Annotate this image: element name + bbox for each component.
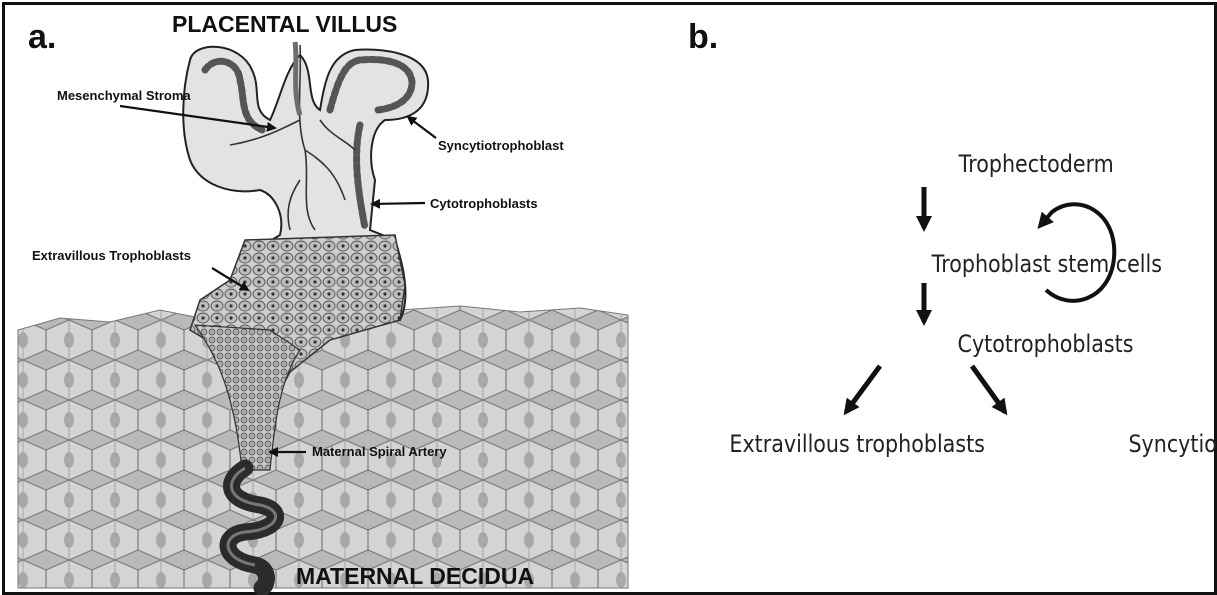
label-mesenchymal-stroma: Mesenchymal Stroma — [57, 88, 191, 103]
node-extravillous-trophoblasts: Extravillous trophoblasts — [729, 431, 984, 459]
node-trophoblast-stem-cells: Trophoblast stem cells — [931, 251, 1162, 279]
arrow-cytotrophoblasts — [372, 203, 425, 204]
arrow-syncytiotrophoblast — [408, 117, 436, 138]
node-cytotrophoblasts: Cytotrophoblasts — [958, 331, 1134, 359]
label-cytotrophoblasts: Cytotrophoblasts — [430, 196, 538, 211]
panel-b-letter: b. — [688, 18, 718, 56]
panel-a: a. PLACENTAL VILLUS MATERNAL DECIDUA Mes… — [18, 11, 628, 589]
node-syncytiotrophoblast: Syncytiotrophoblast — [1128, 431, 1217, 459]
label-syncytiotrophoblast: Syncytiotrophoblast — [438, 138, 564, 153]
placental-villus-title: PLACENTAL VILLUS — [172, 11, 397, 37]
maternal-decidua-title: MATERNAL DECIDUA — [296, 563, 534, 589]
panel-a-letter: a. — [28, 18, 56, 56]
panel-b: b. Trophectoderm Trophoblast stem cells … — [688, 18, 1217, 458]
label-maternal-spiral-artery: Maternal Spiral Artery — [312, 444, 447, 459]
node-trophectoderm: Trophectoderm — [958, 151, 1114, 179]
label-extravillous-trophoblasts: Extravillous Trophoblasts — [32, 248, 191, 263]
arrow-to-extravillous — [846, 366, 880, 412]
arrow-to-syncytiotrophoblast — [972, 366, 1005, 412]
